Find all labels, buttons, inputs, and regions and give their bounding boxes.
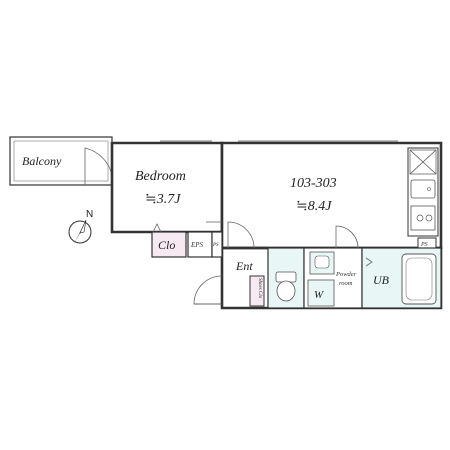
toilet-bowl-icon: [276, 280, 296, 302]
ps-shaft: [211, 231, 223, 258]
stove-icon: [410, 205, 436, 231]
sink-icon: [410, 179, 436, 199]
powder-room-label-2: room: [339, 280, 353, 287]
main-room: 103-303 ≒8.4J PS: [290, 147, 439, 249]
toilet-room: [267, 247, 305, 309]
bedroom-label: Bedroom: [135, 169, 186, 184]
powder-room-label-1: Powder: [335, 271, 357, 278]
powder-room: W Powder room: [303, 225, 363, 309]
kitchen-counter: [407, 147, 439, 237]
shoe-closet-label: Shoes Clo: [257, 278, 262, 299]
fridge-space: [409, 149, 437, 175]
closet-area: Clo EPS PS: [151, 223, 223, 258]
eps-label: EPS: [190, 241, 204, 249]
washer-space: [307, 279, 335, 307]
compass-north-label: N: [86, 209, 93, 220]
entrance: Ent Shoes Clo: [193, 221, 268, 307]
entrance-label: Ent: [235, 259, 253, 273]
ps-label: PS: [212, 243, 219, 248]
room-number: 103-303: [290, 176, 337, 191]
front-door-swing: [193, 275, 223, 305]
compass-icon: N: [68, 209, 93, 244]
eps-shaft: [187, 231, 213, 258]
toilet-tank-icon: [275, 271, 297, 283]
unit-bath: UB: [361, 247, 442, 309]
main-room-size: ≒8.4J: [296, 199, 332, 214]
bedroom-size: ≒3.7J: [145, 192, 181, 207]
kitchen-ps-label: PS: [420, 242, 428, 248]
entrance-inner-door: [227, 221, 255, 249]
balcony-label: Balcony: [22, 154, 62, 168]
bedroom: Bedroom ≒3.7J: [135, 169, 222, 223]
washer-label: W: [314, 289, 324, 301]
closet-label: Clo: [158, 238, 175, 252]
bathtub-icon: [401, 253, 437, 305]
balcony: Balcony: [9, 136, 113, 186]
unit-bath-label: UB: [373, 273, 390, 287]
powder-door-swing: [335, 225, 359, 249]
closet: [151, 231, 187, 258]
shoe-closet: [249, 275, 265, 307]
